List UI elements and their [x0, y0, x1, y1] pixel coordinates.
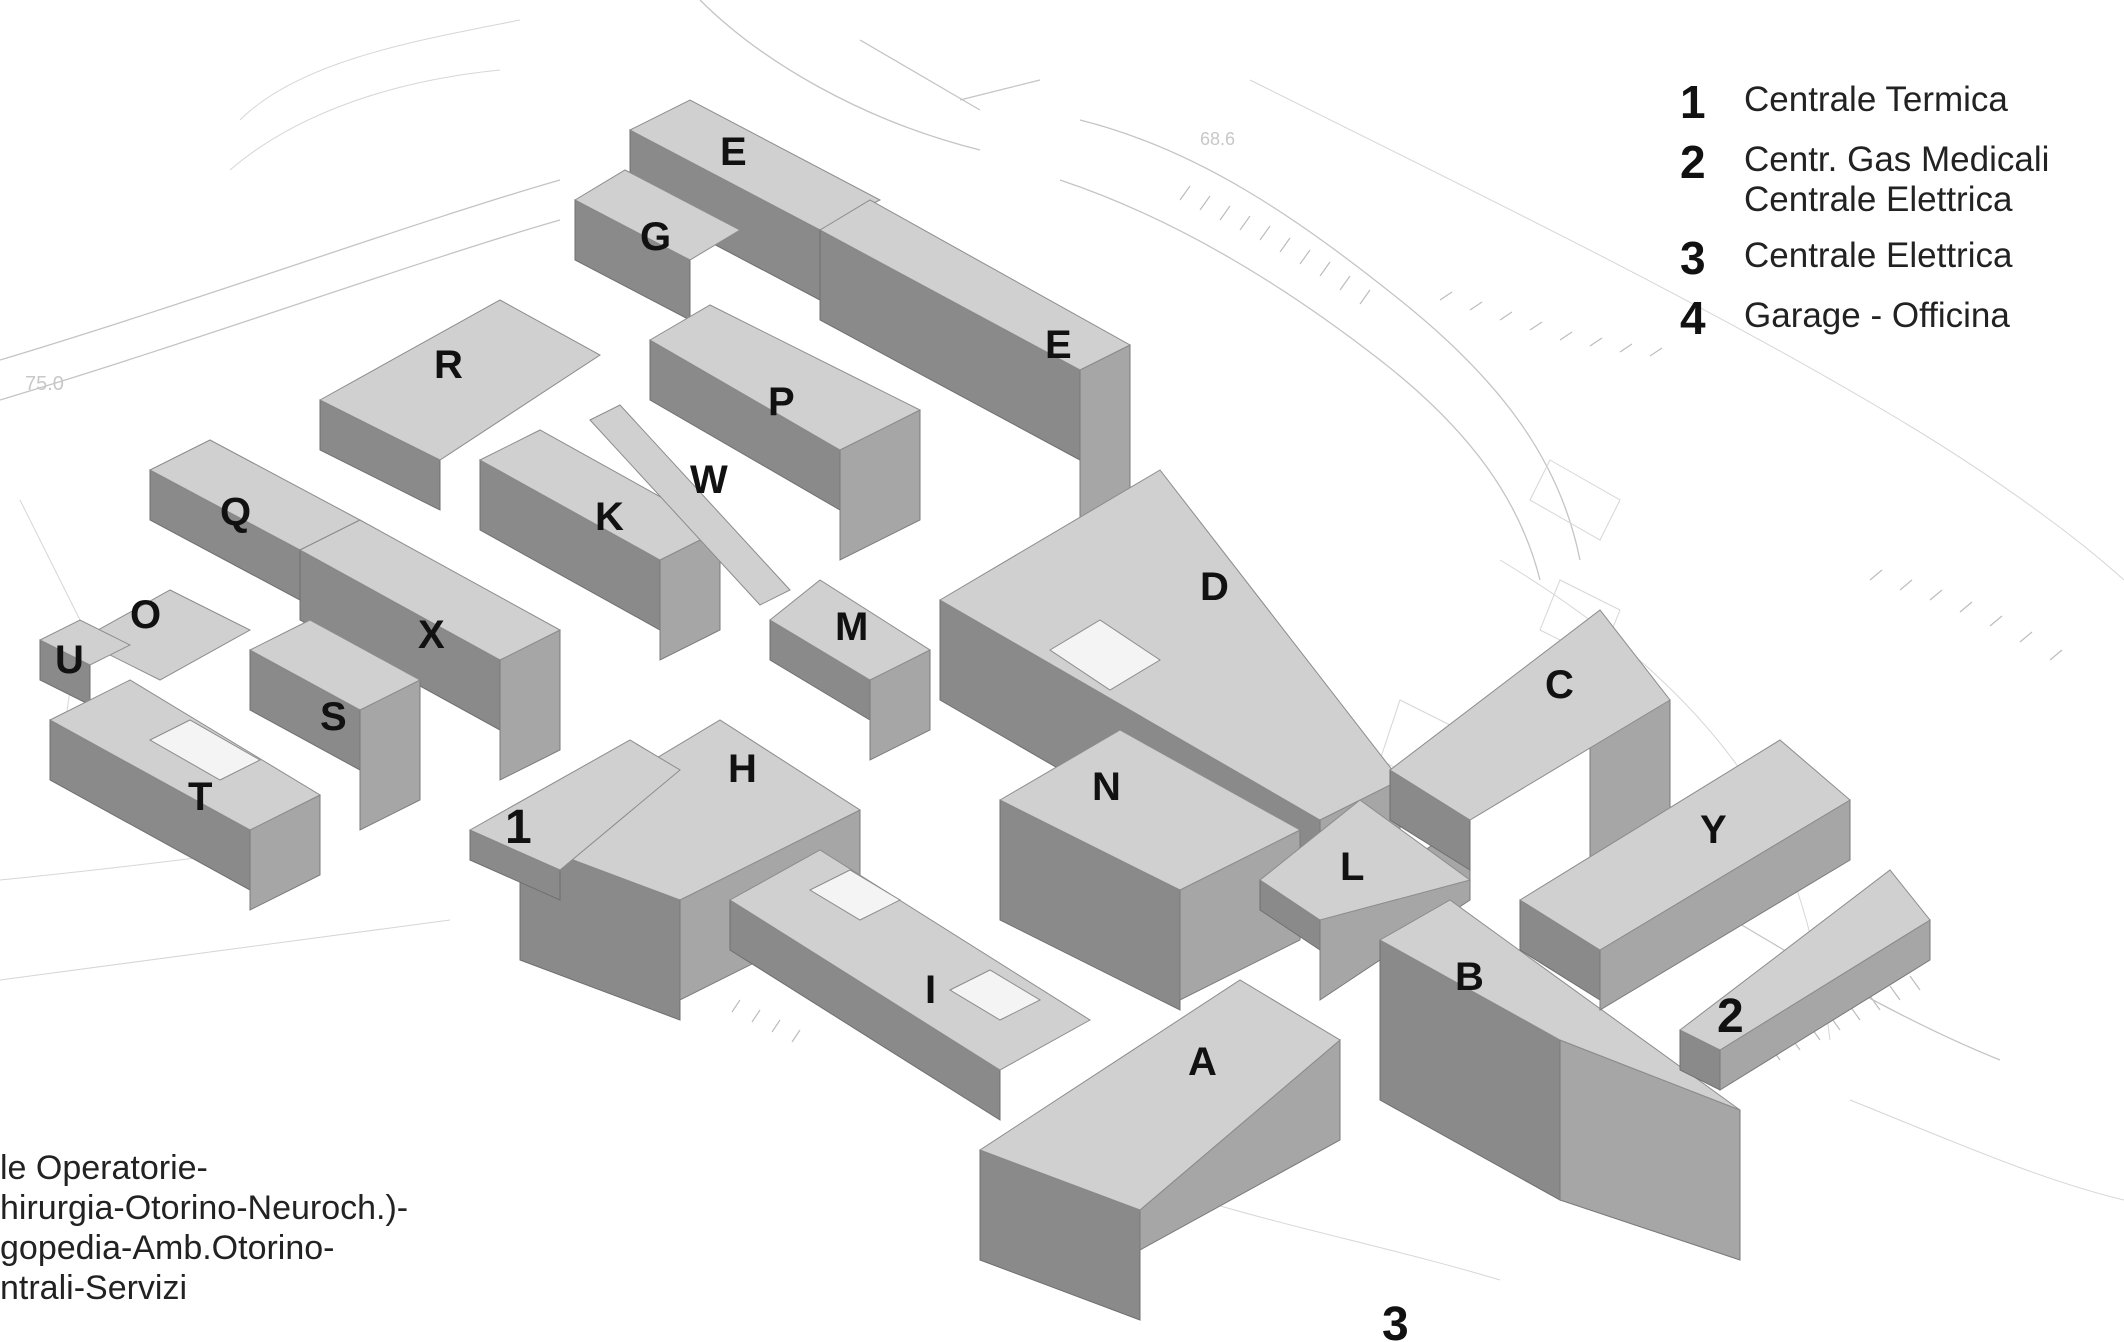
marker-1: 1: [505, 801, 532, 854]
legend-item-1: 1 Centrale Termica: [1680, 76, 2120, 128]
building-label-G: G: [640, 215, 671, 259]
legend-line: Centrale Termica: [1744, 80, 2008, 119]
legend-line: Garage - Officina: [1744, 296, 2010, 335]
legend-text: Centrale Elettrica: [1744, 236, 2012, 276]
building-label-D: D: [1200, 565, 1229, 609]
building-label-F: E: [720, 130, 747, 174]
building-label-E: E: [1045, 323, 1072, 367]
legend-number: 4: [1680, 292, 1706, 344]
building-label-Y: Y: [1700, 808, 1727, 852]
elevation-mark-b: 75.0: [25, 373, 64, 395]
building-label-O: O: [130, 593, 161, 637]
legend-number: 1: [1680, 76, 1706, 128]
note-line: ntrali-Servizi: [0, 1269, 188, 1307]
building-label-R: R: [434, 343, 463, 387]
building-O: [78, 589, 252, 681]
legend-item-2: 2 Centr. Gas Medicali Centrale Elettrica: [1680, 136, 2120, 220]
note-line: gopedia-Amb.Otorino-: [0, 1229, 335, 1267]
cropped-note-text: le Operatorie- hirurgia-Otorino-Neuroch.…: [0, 1148, 520, 1308]
building-R: [318, 299, 601, 511]
building-A: [978, 979, 1341, 1321]
building-label-N: N: [1092, 765, 1121, 809]
building-M: [769, 579, 932, 761]
building-2: [1679, 869, 1931, 1091]
legend-number: 2: [1680, 136, 1706, 188]
building-B: [1378, 899, 1741, 1261]
building-label-U: U: [55, 638, 84, 682]
legend-text: Centr. Gas Medicali Centrale Elettrica: [1744, 140, 2049, 220]
legend-item-4: 4 Garage - Officina: [1680, 292, 2120, 344]
elevation-mark-a: 68.6: [1200, 129, 1235, 149]
building-label-T: T: [188, 775, 212, 819]
legend-item-3: 3 Centrale Elettrica: [1680, 232, 2120, 284]
building-label-L: L: [1340, 845, 1364, 889]
building-label-H: H: [728, 747, 757, 791]
building-label-W: W: [690, 458, 728, 502]
building-P: [649, 304, 922, 561]
building-S: [248, 619, 422, 831]
building-U: [38, 619, 132, 706]
legend-line: Centr. Gas Medicali: [1744, 140, 2050, 179]
building-label-K: K: [595, 495, 624, 539]
legend: 1 Centrale Termica 2 Centr. Gas Medicali…: [1680, 76, 2120, 356]
legend-text: Centrale Termica: [1744, 80, 2008, 120]
building-label-X: X: [418, 613, 445, 657]
building-L: [1259, 799, 1472, 1001]
marker-3: 3: [1382, 1298, 1409, 1342]
building-label-C: C: [1545, 663, 1574, 707]
marker-2: 2: [1717, 990, 1744, 1043]
building-label-B: B: [1455, 955, 1484, 999]
building-label-S: S: [320, 695, 347, 739]
building-label-M: M: [835, 605, 868, 649]
building-1: [468, 739, 681, 901]
building-X: [298, 519, 562, 781]
building-K: [478, 429, 722, 661]
note-line: hirurgia-Otorino-Neuroch.)-: [0, 1189, 409, 1227]
building-label-A: A: [1188, 1040, 1217, 1084]
building-W: [589, 404, 791, 606]
note-line: le Operatorie-: [0, 1149, 208, 1187]
legend-line: Centrale Elettrica: [1744, 236, 2013, 275]
building-I: [729, 849, 1091, 1121]
building-label-I: I: [925, 968, 936, 1012]
legend-line: Centrale Elettrica: [1744, 180, 2013, 219]
building-T: [48, 679, 322, 911]
building-label-P: P: [768, 380, 795, 424]
legend-number: 3: [1680, 232, 1706, 284]
legend-text: Garage - Officina: [1744, 296, 2010, 336]
building-Y: [1519, 739, 1851, 1011]
building-G: [573, 169, 742, 321]
building-label-Q: Q: [220, 490, 251, 534]
building-E: [818, 199, 1132, 521]
